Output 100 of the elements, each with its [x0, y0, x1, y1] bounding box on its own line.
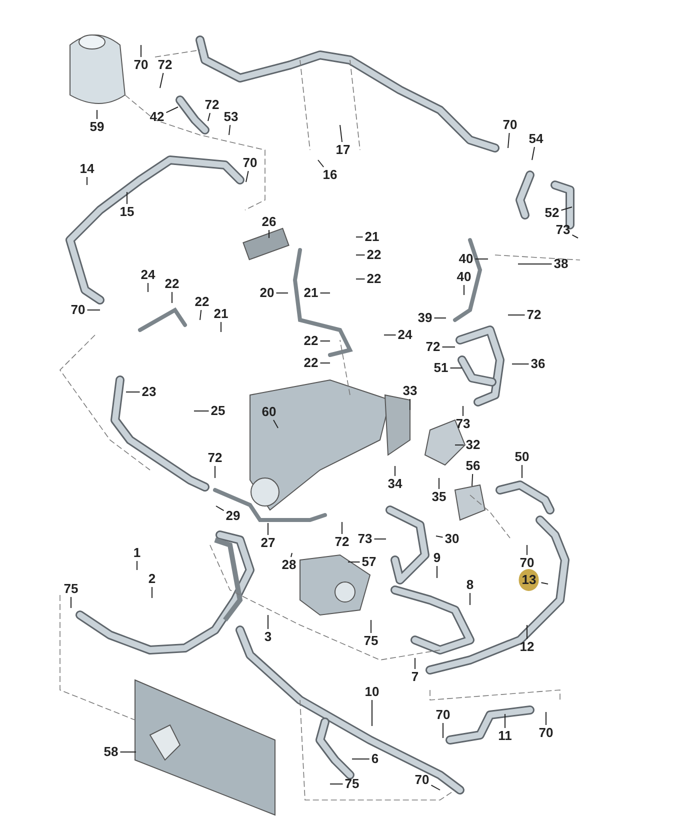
callout-number: 21	[304, 286, 318, 300]
callout-number: 33	[402, 384, 418, 398]
leader-line	[394, 466, 396, 476]
callout-number: 20	[260, 286, 274, 300]
leader-line	[246, 170, 249, 182]
callout-number: 53	[224, 110, 238, 124]
callout-number: 70	[538, 726, 554, 740]
callout-number: 14	[80, 162, 94, 176]
callout-number: 70	[134, 58, 148, 72]
callout-number: 70	[242, 156, 258, 170]
leader-line	[320, 340, 330, 342]
leader-line	[276, 292, 288, 294]
callout-number: 73	[556, 223, 570, 237]
leader-line	[454, 444, 464, 446]
leader-line	[374, 538, 386, 540]
callout-number: 36	[530, 357, 546, 371]
callout-number: 42	[150, 110, 164, 124]
leader-line	[430, 784, 440, 790]
callout-number: 70	[520, 556, 534, 570]
callout-number: 59	[90, 120, 104, 134]
leader-line	[472, 474, 474, 486]
callout-number: 17	[336, 143, 350, 157]
leader-line	[140, 44, 142, 58]
callout-number: 75	[364, 634, 378, 648]
callout-number: 24	[398, 328, 412, 342]
leader-line	[462, 406, 464, 416]
leader-line	[220, 322, 222, 332]
callout-number: 27	[260, 536, 276, 550]
callout-number: 40	[458, 252, 474, 266]
callout-number: 7	[411, 670, 419, 684]
callout-number: 30	[444, 532, 460, 546]
leader-line	[384, 334, 396, 336]
callout-number: 10	[364, 685, 380, 699]
leader-line	[214, 466, 216, 478]
callout-number: 72	[334, 535, 350, 549]
callout-number: 21	[364, 230, 380, 244]
callout-number: 72	[208, 451, 222, 465]
leader-line	[96, 110, 98, 120]
callout-number: 8	[466, 578, 474, 592]
leader-line	[414, 658, 416, 670]
callout-number: 9	[433, 551, 441, 565]
callout-number: 3	[264, 630, 272, 644]
callout-number: 52	[544, 206, 560, 220]
leader-line	[70, 596, 72, 608]
leader-line	[370, 620, 372, 634]
callout-number: 12	[520, 640, 534, 654]
callout-number: 28	[282, 558, 296, 572]
leader-line	[318, 160, 324, 168]
leader-line	[160, 72, 164, 88]
callout-number: 29	[226, 509, 240, 523]
leader-line	[228, 124, 231, 136]
leader-line	[356, 278, 366, 280]
callout-number: 39	[418, 311, 432, 325]
callout-number: 72	[158, 58, 172, 72]
callout-number: 51	[434, 361, 448, 375]
leader-line	[86, 176, 88, 186]
leader-line	[320, 362, 330, 364]
callout-number: 21	[214, 307, 228, 321]
leader-line	[216, 506, 224, 512]
leader-line	[200, 310, 202, 320]
callout-number: 34	[388, 477, 402, 491]
leader-line	[273, 420, 278, 428]
leader-line	[194, 410, 210, 412]
leader-line	[320, 292, 330, 294]
leader-line	[208, 112, 210, 122]
callout-number: 1	[133, 546, 141, 560]
leader-line	[166, 106, 178, 114]
callout-number: 57	[362, 555, 376, 569]
callout-number: 70	[502, 118, 518, 132]
callout-number: 72	[426, 340, 440, 354]
leader-line	[526, 544, 528, 556]
callout-number: 11	[498, 729, 512, 743]
callout-number: 22	[164, 277, 180, 291]
leader-line	[268, 230, 270, 238]
callout-number: 32	[466, 438, 480, 452]
callout-number: 50	[514, 450, 530, 464]
callout-number: 22	[366, 248, 382, 262]
callout-number: 60	[262, 405, 276, 419]
leader-line	[356, 236, 364, 238]
leader-line	[436, 536, 444, 538]
leader-line	[560, 206, 572, 211]
leader-line	[356, 254, 366, 256]
callout-number: 15	[120, 205, 134, 219]
callout-number: 24	[140, 268, 156, 282]
leader-line	[136, 560, 138, 570]
leader-line	[540, 582, 548, 584]
callout-number: 40	[456, 270, 472, 284]
leader-line	[436, 566, 438, 578]
callout-number: 16	[322, 168, 338, 182]
callout-number: 58	[104, 745, 118, 759]
leader-line	[532, 146, 535, 160]
callout-number: 22	[194, 295, 210, 309]
callout-number: 26	[262, 215, 276, 229]
callout-number: 73	[456, 417, 470, 431]
callout-number: 38	[554, 257, 568, 271]
callout-number: 73	[358, 532, 372, 546]
leader-line	[504, 714, 506, 728]
leader-line	[442, 722, 444, 738]
callout-number: 25	[210, 404, 226, 418]
callout-number: 75	[344, 777, 360, 791]
